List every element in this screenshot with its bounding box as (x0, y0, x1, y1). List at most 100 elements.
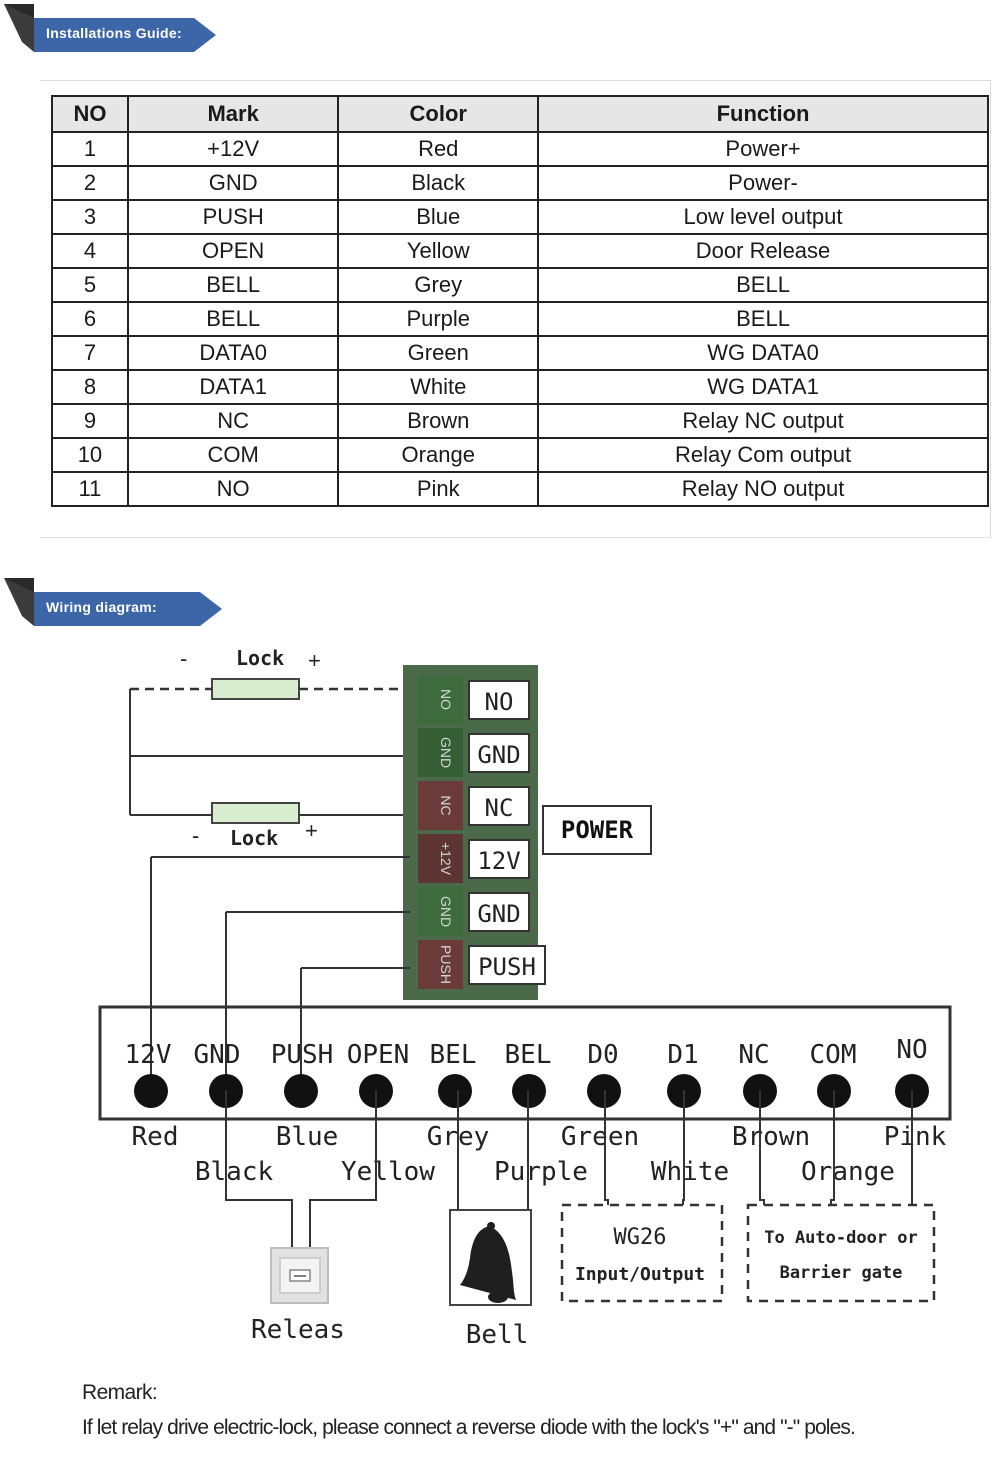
wire-color-label: Black (195, 1157, 274, 1187)
relay-terminal-box (468, 680, 530, 720)
relay-terminal-label: PUSH (478, 953, 536, 981)
cell-mark: BELL (126, 301, 340, 337)
cell-no: 11 (51, 471, 129, 507)
cell-color: Yellow (337, 233, 540, 269)
cell-no: 7 (51, 335, 129, 371)
relay-terminal-box (468, 733, 530, 773)
cell-color: Purple (337, 301, 540, 337)
terminal-label: NO (896, 1035, 927, 1065)
lock-top-plus: + (308, 648, 321, 673)
header-function: Function (537, 95, 989, 133)
cell-no: 5 (51, 267, 129, 303)
cell-no: 9 (51, 403, 129, 439)
board-vertical-label: GND (438, 896, 454, 927)
cell-function: Power- (537, 165, 989, 201)
power-box (542, 805, 652, 855)
lock-bottom-label: Lock (230, 826, 278, 850)
terminal-label: 12V (125, 1040, 172, 1070)
barrier-gate-label: Barrier gate (780, 1263, 903, 1283)
terminal-label: BEL (505, 1040, 552, 1070)
board-strip (418, 728, 463, 777)
cell-color: Brown (337, 403, 540, 439)
cell-function: Relay NO output (537, 471, 989, 507)
wire-color-label: Brown (732, 1122, 810, 1152)
board-strip (418, 781, 463, 830)
relay-terminal-box (468, 839, 530, 879)
banner-label: Wiring diagram: (46, 599, 157, 615)
relay-terminal-box (468, 945, 546, 985)
cell-mark: OPEN (126, 233, 340, 269)
release-label: Releas (251, 1315, 345, 1345)
relay-terminal-label: 12V (477, 847, 520, 875)
table-header-row: NO Mark Color Function (51, 95, 989, 133)
relay-terminal-box (468, 786, 530, 826)
board-strip (418, 887, 463, 936)
lock-bottom-icon (211, 802, 300, 824)
cell-mark: NC (126, 403, 340, 439)
cell-function: Relay NC output (537, 403, 989, 439)
header-no: NO (51, 95, 129, 133)
board-vertical-label: PUSH (438, 945, 454, 984)
lock-top-label: Lock (236, 646, 284, 670)
auto-door-label: To Auto-door or (764, 1228, 918, 1248)
terminal-label: NC (738, 1040, 769, 1070)
bell-label: Bell (466, 1320, 529, 1350)
wire-color-label: Orange (801, 1157, 895, 1187)
board-vertical-label: NC (438, 795, 454, 815)
board-strip (418, 940, 463, 989)
cell-no: 2 (51, 165, 129, 201)
power-label: POWER (561, 816, 634, 844)
cell-color: Blue (337, 199, 540, 235)
terminal-screw-icon (284, 1074, 318, 1108)
section-banner-wiring: Wiring diagram: (4, 578, 224, 628)
cell-no: 6 (51, 301, 129, 337)
wire-color-label: Purple (494, 1157, 588, 1187)
terminal-label: OPEN (347, 1040, 410, 1070)
cell-no: 1 (51, 131, 129, 167)
cell-color: Pink (337, 471, 540, 507)
cell-function: BELL (537, 301, 989, 337)
banner-ribbon-icon (4, 4, 216, 52)
wg26-sublabel: Input/Output (575, 1264, 705, 1285)
cell-no: 8 (51, 369, 129, 405)
wire-color-label: Yellow (341, 1157, 435, 1187)
relay-terminal-box (468, 892, 530, 932)
section-banner-installation: Installations Guide: (4, 4, 224, 54)
relay-terminal-label: GND (477, 900, 520, 928)
terminal-label: COM (810, 1040, 857, 1070)
relay-terminal-label: NC (485, 794, 514, 822)
cell-no: 4 (51, 233, 129, 269)
relay-terminal-label: NO (485, 688, 514, 716)
wire-color-label: Pink (884, 1122, 947, 1152)
cell-mark: DATA0 (126, 335, 340, 371)
cell-function: Relay Com output (537, 437, 989, 473)
terminal-block (98, 1005, 952, 1121)
cell-color: White (337, 369, 540, 405)
banner-label: Installations Guide: (46, 25, 182, 41)
table-frame (40, 80, 991, 538)
terminal-label: GND (194, 1040, 241, 1070)
terminal-label: PUSH (271, 1040, 334, 1070)
wire-color-label: Green (561, 1122, 639, 1152)
board-strip (418, 675, 463, 724)
wg26-label: WG26 (614, 1225, 667, 1250)
cell-function: WG DATA1 (537, 369, 989, 405)
lock-bottom-plus: + (305, 818, 318, 843)
banner-ribbon-icon (4, 578, 222, 626)
board-vertical-label: GND (438, 737, 454, 768)
cell-no: 3 (51, 199, 129, 235)
cell-mark: DATA1 (126, 369, 340, 405)
terminal-label: BEL (430, 1040, 477, 1070)
board-vertical-label: NO (438, 689, 454, 710)
wire-color-label: Red (132, 1122, 179, 1152)
terminal-row: 12VRedGNDBlackPUSHBlueOPENYellowBELGreyB… (125, 1035, 947, 1187)
lock-bottom-minus: - (192, 823, 199, 848)
cell-color: Black (337, 165, 540, 201)
